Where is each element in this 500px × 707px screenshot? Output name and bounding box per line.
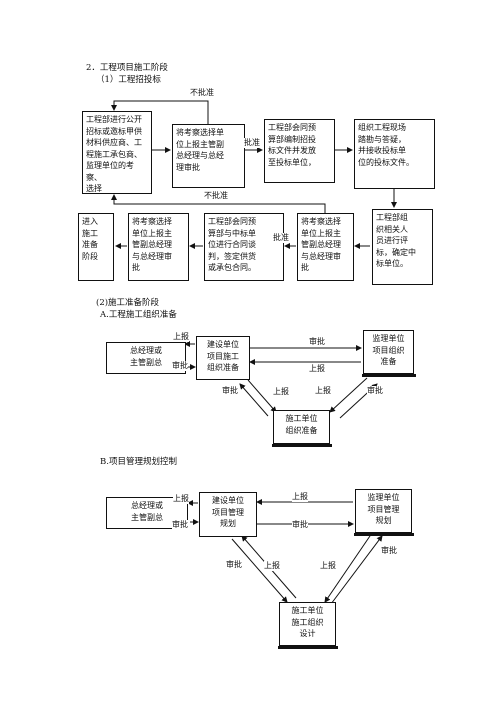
box-supervisor-a: 监理单位 项目组织 准备: [363, 330, 414, 374]
box-site-inspection: 组织工程现场 踏勘与答疑， 并接收投标单 位的投标文件。: [354, 119, 435, 189]
box-bid-evaluation: 工程部组 织相关人 员进行评 标，确定中 标单位。: [372, 209, 433, 285]
box-supervisor-a-shadow: [362, 374, 416, 377]
label-report-left-b: 上报: [264, 561, 280, 571]
label-report-right-a: 上报: [315, 386, 331, 396]
label-report-right-b: 上报: [320, 561, 336, 571]
box-report-approval-1: 将考察选择单 位上报主管副 总经理与总经 理审批: [172, 124, 245, 188]
box-bidding-documents: 工程部会同预 算部编制招投 标文件并发放 至投标单位，: [264, 119, 335, 183]
label-report-left-a: 上报: [273, 387, 289, 397]
subsection-b: B.项目管理规划控制: [100, 457, 177, 467]
box-report-approval-3: 将考察选择 单位上报主 管副总经理 与总经理审 批: [128, 213, 189, 281]
box-owner-b: 建设单位 项目管理 规划: [199, 492, 257, 537]
subsection-bidding: （1）工程招投标: [96, 75, 161, 85]
box-owner-a: 建设单位 项目施工 组织准备: [196, 336, 250, 380]
label-approve-gm-b: 审批: [172, 520, 188, 530]
label-report-sup-a: 上报: [309, 364, 325, 374]
section-heading: 2．工程项目施工阶段: [86, 63, 168, 73]
box-contractor-a-shadow: [272, 444, 332, 447]
label-approve-sup-a: 审批: [309, 337, 325, 347]
box-report-approval-2: 将考察选择 单位上报主 管副总经理 与总经理审 批: [297, 213, 354, 281]
label-approve-gm-a: 审批: [172, 361, 188, 371]
box-supervisor-b-shadow: [354, 533, 414, 536]
subsection-a: A.工程施工组织准备: [100, 310, 177, 320]
box-enter-preparation: 进入 施工 准备 阶段: [78, 213, 114, 281]
box-contractor-a: 施工单位 组织准备: [273, 410, 330, 444]
box-contractor-b: 施工单位 施工组织 设计: [279, 602, 336, 646]
label-approve-2: 批准: [273, 233, 289, 243]
box-engineering-bidding: 工程部进行公开 招标或邀标甲供 材料供应商、工 程施工承包商、 监理单位的考察、…: [82, 111, 152, 194]
box-contract-negotiation: 工程部会同预 算部与中标单 位进行合同谈 判，签定供货 或承包合同。: [204, 213, 284, 281]
label-approve-sup-b: 审批: [292, 520, 308, 530]
label-approve-right-b: 审批: [381, 546, 397, 556]
subsection-preparation: (2)施工准备阶段: [96, 298, 160, 308]
label-report-gm-a: 上报: [173, 332, 189, 342]
box-contractor-b-shadow: [278, 646, 338, 649]
label-report-gm-b: 上报: [173, 494, 189, 504]
label-approve-right-a: 审批: [367, 386, 383, 396]
label-approve-1: 批准: [244, 138, 260, 148]
label-approve-left-b: 审批: [226, 560, 242, 570]
label-reject-mid: 不批准: [204, 191, 228, 201]
label-reject-top: 不批准: [190, 88, 214, 98]
label-approve-left-a: 审批: [222, 386, 238, 396]
box-supervisor-b: 监理单位 项目管理 规划: [355, 489, 412, 533]
label-report-sup-b: 上报: [292, 492, 308, 502]
